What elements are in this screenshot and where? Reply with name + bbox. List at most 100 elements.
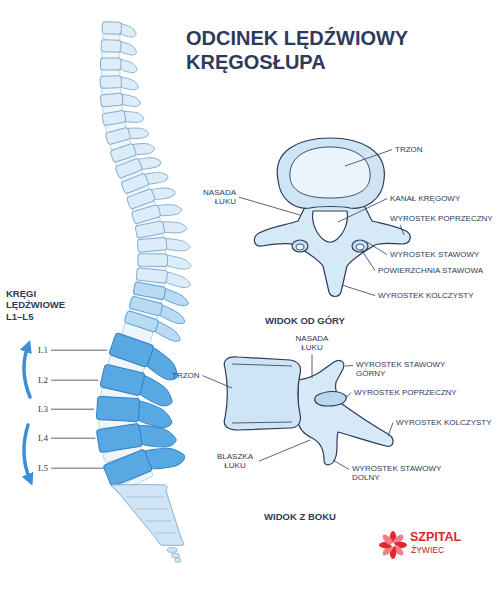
vertebral-body — [96, 423, 142, 452]
vertebral-body — [96, 396, 139, 421]
part-label: WYROSTEK POPRZECZNY — [390, 214, 493, 223]
vertebra — [138, 254, 191, 270]
sacral-line — [146, 521, 172, 522]
part-label: WYROSTEK STAWOWY DOLNY — [352, 464, 446, 482]
logo-center — [391, 543, 395, 547]
vertebra — [102, 107, 144, 128]
leader-line — [338, 199, 387, 222]
part-label: NASADA ŁUKU — [196, 188, 236, 206]
part-label: TRZON — [172, 371, 200, 380]
sacrum — [111, 485, 183, 546]
vertebral-body — [135, 221, 165, 239]
leader-line — [51, 468, 104, 469]
articular-process — [352, 240, 368, 252]
part-label: KANAŁ KRĘGOWY — [390, 194, 460, 203]
part-label: NASADA ŁUKU — [292, 334, 332, 352]
end-plate-line — [232, 422, 292, 423]
vertebral-body — [103, 449, 152, 487]
leader-line — [367, 242, 387, 255]
vertebral-body — [100, 93, 123, 107]
part-label-slot: WYROSTEK STAWOWY GÓRNY — [356, 360, 450, 378]
part-label: WYROSTEK KOLCZYSTY — [378, 291, 474, 300]
leader-line — [239, 197, 300, 215]
title: ODCINEK LĘDŹWIOWY KRĘGOSŁUPA — [186, 26, 426, 74]
logo-name-slot: SZPITAL — [410, 530, 461, 544]
logo-petal — [381, 533, 395, 547]
vertebra — [137, 235, 190, 255]
leader-line — [51, 380, 98, 381]
vertebral-body — [100, 76, 121, 88]
body-end-plate — [290, 147, 370, 198]
leader-line — [203, 376, 232, 388]
down-arrow — [24, 425, 30, 480]
vertebra — [100, 58, 137, 73]
part-label-slot: TRZON — [395, 145, 423, 154]
articular-process — [292, 240, 308, 252]
part-label-slot: NASADA ŁUKU — [292, 334, 332, 352]
leader-line — [342, 285, 375, 296]
leader-line — [51, 409, 94, 410]
vertebral-body — [138, 254, 168, 267]
transverse-process — [315, 392, 347, 407]
leader-line — [345, 150, 392, 166]
vertebral-body — [124, 310, 159, 332]
logo-city-slot: ŻYWIEC — [411, 546, 444, 556]
part-label-slot: WYROSTEK STAWOWY DOLNY — [352, 464, 446, 482]
view-caption: WIDOK Z BOKU — [264, 512, 336, 523]
part-label-slot: BLASZKA ŁUKU — [214, 452, 256, 470]
vertebral-body — [101, 40, 121, 53]
up-arrow — [24, 346, 30, 397]
vertebra-label: L2 — [38, 375, 48, 385]
coccyx-segment — [171, 553, 179, 558]
part-label: BLASZKA ŁUKU — [214, 452, 256, 470]
part-label-slot: KANAŁ KRĘGOWY — [390, 194, 460, 203]
vertebra-label: L5 — [38, 463, 48, 473]
logo-city: ŻYWIEC — [411, 546, 444, 556]
part-label: WYROSTEK KOLCZYSTY — [396, 418, 492, 427]
part-label: WYROSTEK STAWOWY — [390, 250, 479, 259]
vertebra — [135, 216, 187, 240]
vertebral-body — [136, 268, 168, 284]
articular-surface — [356, 244, 364, 250]
vertebral-body — [102, 110, 126, 126]
view-caption: WIDOK OD GÓRY — [265, 316, 345, 327]
leader-line — [51, 350, 107, 351]
vertebra — [103, 436, 187, 491]
region-label: KRĘGI LĘDŹWIOWE L1–L5 — [6, 288, 72, 322]
articular-surface — [296, 244, 304, 250]
vertebral-body — [102, 22, 121, 35]
vertebral-body — [100, 58, 121, 70]
region-label-slot: KRĘGI LĘDŹWIOWE L1–L5 — [6, 288, 72, 322]
leader-line — [361, 249, 375, 271]
vertebra-label-slot: L1 — [38, 345, 48, 355]
sacral-line — [156, 533, 176, 534]
coccyx-segment — [175, 558, 181, 563]
part-label: WYROSTEK STAWOWY GÓRNY — [356, 360, 450, 378]
part-label-slot: POWIERZCHNIA STAWOWA — [378, 266, 483, 275]
leader-line — [333, 460, 349, 470]
leader-line — [388, 423, 393, 436]
vertebral-arch — [254, 205, 410, 297]
part-label-slot: TRZON — [172, 371, 200, 380]
vertebra-label: L1 — [38, 345, 48, 355]
vertebral-canal — [313, 211, 348, 242]
vertebra — [100, 75, 138, 90]
leader-lines — [51, 150, 404, 470]
vertebra-label-slot: L2 — [38, 375, 48, 385]
vertebra — [102, 22, 137, 38]
end-plate-line — [232, 364, 292, 366]
vertebral-body — [105, 127, 131, 145]
part-label: TRZON — [395, 145, 423, 154]
vertebra-label-slot: L5 — [38, 463, 48, 473]
vertebral-body — [100, 364, 145, 396]
leader-line — [346, 393, 351, 398]
vertebra-label-slot: L4 — [38, 433, 48, 443]
sacral-line — [126, 497, 164, 498]
leader-line — [51, 438, 95, 439]
logo-flower — [379, 531, 407, 559]
part-label-slot: WYROSTEK POPRZECZNY — [354, 388, 457, 397]
vertebra — [101, 40, 137, 56]
part-label-slot: WYROSTEK STAWOWY — [390, 250, 479, 259]
part-label-slot: WYROSTEK POPRZECZNY — [390, 214, 493, 223]
